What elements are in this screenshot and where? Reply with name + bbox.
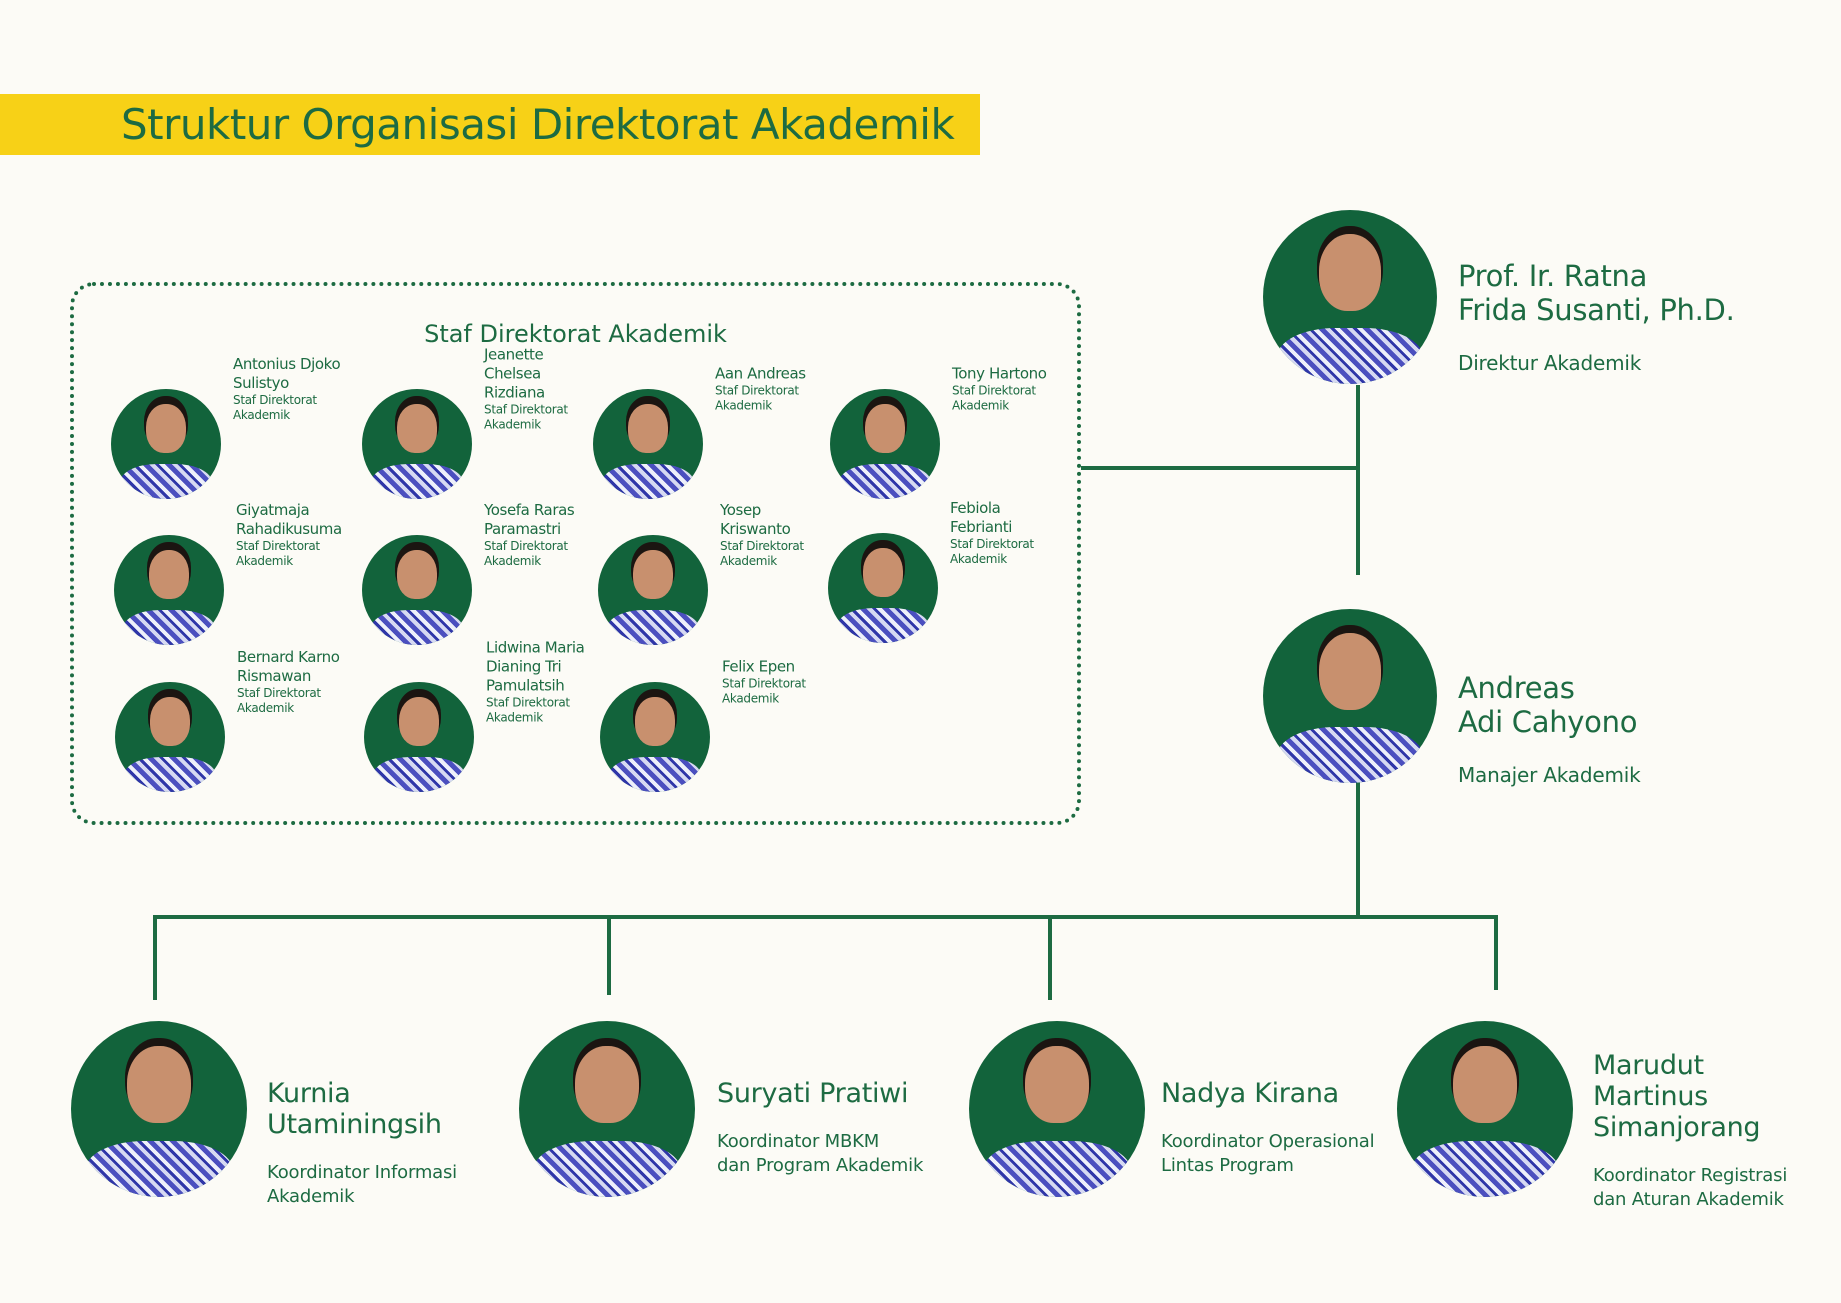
- manager-name: Andreas Adi Cahyono: [1458, 671, 1638, 739]
- coordinator-info: Marudut Martinus Simanjorang Koordinator…: [1593, 1031, 1787, 1231]
- staff-name: Febiola Febrianti: [950, 499, 1013, 536]
- staff-name: Felix Epen: [722, 657, 795, 676]
- staff-role: Staf Direktorat Akademik: [722, 676, 806, 706]
- coordinator-avatar: [519, 1021, 695, 1197]
- staff-role: Staf Direktorat Akademik: [484, 402, 568, 432]
- coordinator-role: Koordinator Operasional Lintas Program: [1161, 1131, 1375, 1176]
- staff-role: Staf Direktorat Akademik: [237, 686, 321, 715]
- staff-role: Staf Direktorat Akademik: [236, 539, 320, 568]
- avatar: [593, 389, 703, 499]
- avatar: [600, 682, 710, 792]
- staff-name: Yosep Kriswanto: [720, 501, 791, 538]
- director-name: Prof. Ir. Ratna Frida Susanti, Ph.D.: [1458, 259, 1735, 327]
- staff-role: Staf Direktorat Akademik: [486, 695, 570, 725]
- staff-role: Staf Direktorat Akademik: [233, 393, 317, 422]
- coordinator-role: Koordinator MBKM dan Program Akademik: [717, 1131, 924, 1176]
- connector-drop-1: [153, 915, 157, 1000]
- staff-name: Jeanette Chelsea Rizdiana: [484, 345, 545, 402]
- coordinator-avatar: [71, 1021, 247, 1197]
- staff-section: Staf Direktorat Akademik: [70, 282, 1081, 825]
- avatar: [598, 535, 708, 645]
- staff-name: Antonius Djoko Sulistyo: [233, 355, 341, 392]
- staff-name: Tony Hartono: [952, 364, 1047, 383]
- manager-avatar: [1263, 609, 1437, 783]
- coordinator-role: Koordinator Informasi Akademik: [267, 1162, 457, 1207]
- staff-name: Lidwina Maria Dianing Tri Pamulatsih: [486, 638, 585, 695]
- connector-drop-2: [607, 915, 611, 995]
- staff-role: Staf Direktorat Akademik: [952, 383, 1036, 413]
- staff-name: Bernard Karno Rismawan: [237, 648, 340, 685]
- page-title: Struktur Organisasi Direktorat Akademik: [121, 100, 955, 149]
- coordinator-avatar: [969, 1021, 1145, 1197]
- coordinator-name: Marudut Martinus Simanjorang: [1593, 1050, 1761, 1143]
- manager-role: Manajer Akademik: [1458, 763, 1641, 787]
- staff-name: Yosefa Raras Paramastri: [484, 501, 575, 538]
- staff-role: Staf Direktorat Akademik: [715, 383, 799, 413]
- avatar: [114, 535, 224, 645]
- connector-director-manager: [1356, 385, 1360, 575]
- manager-info: Andreas Adi Cahyono Manajer Akademik: [1458, 652, 1641, 807]
- avatar: [828, 533, 938, 643]
- coordinator-name: Kurnia Utaminingsih: [267, 1078, 442, 1140]
- staff-role: Staf Direktorat Akademik: [484, 539, 568, 568]
- director-role: Direktur Akademik: [1458, 351, 1642, 375]
- coordinator-name: Suryati Pratiwi: [717, 1078, 909, 1109]
- avatar: [830, 389, 940, 499]
- staff-name: Giyatmaja Rahadikusuma: [236, 501, 342, 538]
- connector-drop-4: [1494, 915, 1498, 990]
- coordinator-name: Nadya Kirana: [1161, 1078, 1339, 1109]
- title-banner: Struktur Organisasi Direktorat Akademik: [0, 94, 980, 155]
- avatar: [362, 535, 472, 645]
- coordinator-avatar: [1397, 1021, 1573, 1197]
- coordinator-info: Kurnia Utaminingsih Koordinator Informas…: [267, 1059, 457, 1228]
- coordinator-info: Suryati Pratiwi Koordinator MBKM dan Pro…: [717, 1059, 923, 1197]
- coordinator-info: Nadya Kirana Koordinator Operasional Lin…: [1161, 1059, 1375, 1197]
- connector-drop-3: [1048, 915, 1052, 1000]
- staff-section-title: Staf Direktorat Akademik: [424, 320, 727, 348]
- staff-role: Staf Direktorat Akademik: [720, 539, 804, 568]
- director-info: Prof. Ir. Ratna Frida Susanti, Ph.D. Dir…: [1458, 240, 1735, 395]
- avatar: [115, 682, 225, 792]
- director-avatar: [1263, 210, 1437, 384]
- connector-coordinators-bar: [153, 915, 1497, 919]
- staff-name: Aan Andreas: [715, 364, 806, 383]
- connector-manager-coordinators: [1356, 780, 1360, 919]
- staff-role: Staf Direktorat Akademik: [950, 537, 1034, 566]
- connector-staff: [1081, 466, 1358, 470]
- avatar: [364, 682, 474, 792]
- coordinator-role: Koordinator Registrasi dan Aturan Akadem…: [1593, 1165, 1788, 1210]
- avatar: [111, 389, 221, 499]
- avatar: [362, 389, 472, 499]
